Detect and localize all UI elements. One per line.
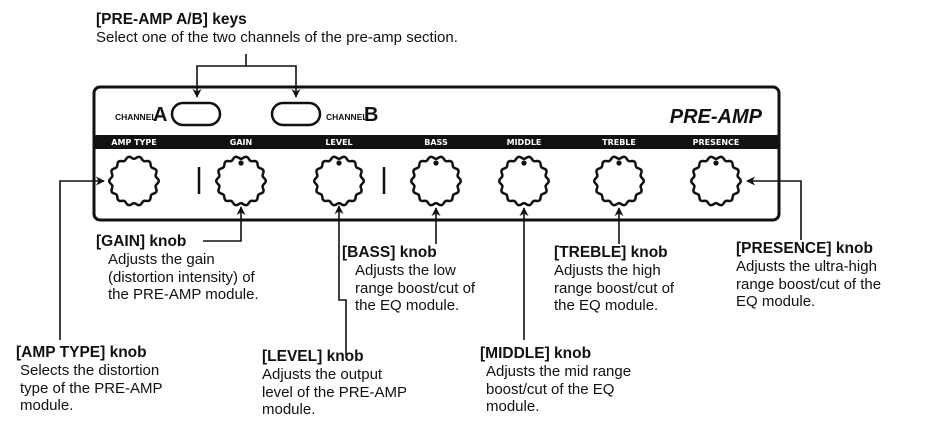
callout-level-title: [LEVEL] knob (262, 348, 364, 365)
callout-middle-desc: Adjusts the mid range (486, 363, 632, 380)
callout-level-desc: Adjusts the output (262, 366, 383, 383)
knob-gain[interactable] (214, 155, 268, 207)
callout-gain-desc: the PRE-AMP module. (108, 286, 259, 303)
knob-indicator-dot (238, 160, 244, 166)
callout-gain: [GAIN] knob Adjusts the gain (distortion… (96, 233, 259, 304)
callout-gain-desc: (distortion intensity) of (108, 268, 255, 286)
knob-level[interactable] (312, 155, 366, 207)
leader-level (334, 205, 347, 355)
channel-b-key[interactable] (270, 101, 322, 127)
callout-bass-desc: the EQ module. (355, 297, 460, 314)
knob-label-gain: GAIN (230, 138, 252, 147)
callout-bass-desc: range boost/cut of (355, 279, 476, 297)
callout-presence-desc: Adjusts the ultra-high (736, 258, 877, 275)
callout-treble: [TREBLE] knob Adjusts the high range boo… (554, 244, 674, 315)
callout-middle: [MIDDLE] knob Adjusts the mid range boos… (480, 345, 631, 416)
callout-treble-title: [TREBLE] knob (554, 244, 668, 261)
callout-middle-desc: module. (486, 398, 540, 415)
callout-treble-desc: the EQ module. (554, 297, 659, 314)
knob-presence[interactable] (689, 155, 743, 207)
knob-treble[interactable] (592, 155, 646, 207)
callout-amp-type-desc: Selects the distortion (20, 362, 160, 379)
channel-a-caption: CHANNEL (115, 112, 157, 122)
callout-amp-type-title: [AMP TYPE] knob (16, 344, 147, 361)
callout-bass-desc: Adjusts the low (355, 262, 456, 279)
callout-amp-type-desc: type of the PRE-AMP (20, 379, 163, 397)
callout-middle-desc: boost/cut of the EQ (486, 380, 615, 398)
callout-treble-desc: range boost/cut of (554, 279, 675, 297)
callout-presence-desc: range boost/cut of the (736, 275, 882, 293)
knob-indicator-dot (433, 160, 439, 166)
knob-label-bass: BASS (424, 138, 448, 147)
leader-presence (746, 176, 802, 240)
knob-indicator-dot (336, 160, 342, 166)
knob-label-bar (94, 135, 779, 149)
callout-level: [LEVEL] knob Adjusts the output level of… (262, 348, 407, 419)
callout-treble-desc: Adjusts the high (554, 262, 661, 279)
leader-preamp-keys (192, 54, 247, 98)
callout-preamp-keys-title: [PRE-AMP A/B] keys (96, 11, 247, 28)
callout-bass-title: [BASS] knob (342, 244, 437, 261)
callout-bass: [BASS] knob Adjusts the low range boost/… (342, 244, 475, 315)
knob-indicator-dot (521, 160, 527, 166)
callout-level-desc: level of the PRE-AMP (262, 383, 408, 401)
leader-preamp-keys-b (246, 65, 301, 98)
callout-presence-title: [PRESENCE] knob (736, 240, 873, 257)
channel-a-letter: A (153, 104, 167, 126)
knob-bass[interactable] (409, 155, 463, 207)
callout-amp-type: [AMP TYPE] knob Selects the distortion t… (16, 344, 163, 415)
knob-label-middle: MIDDLE (507, 138, 542, 147)
callout-preamp-keys: [PRE-AMP A/B] keys Select one of the two… (96, 11, 458, 47)
leader-amp-type (59, 176, 105, 340)
knob-label-treble: TREBLE (602, 138, 636, 147)
channel-a-key[interactable] (170, 101, 222, 127)
knob-label-presence: PRESENCE (693, 138, 740, 147)
channel-b-letter: B (364, 104, 378, 126)
callout-presence: [PRESENCE] knob Adjusts the ultra-high r… (736, 240, 881, 311)
knob-amp-type[interactable] (107, 155, 161, 207)
callout-preamp-keys-desc: Select one of the two channels of the pr… (96, 29, 458, 46)
callout-middle-title: [MIDDLE] knob (480, 345, 592, 362)
knob-indicator-dot (713, 160, 719, 166)
panel-title: PRE-AMP (670, 106, 763, 128)
callout-gain-title: [GAIN] knob (96, 233, 187, 250)
callout-gain-desc: Adjusts the gain (108, 251, 215, 268)
knob-label-level: LEVEL (325, 138, 352, 147)
knob-indicator-dot (616, 160, 622, 166)
callout-presence-desc: EQ module. (736, 293, 816, 310)
knob-label-amp-type: AMP TYPE (111, 138, 156, 147)
callout-level-desc: module. (262, 401, 316, 418)
channel-b-caption: CHANNEL (326, 112, 368, 122)
leader-gain (203, 206, 246, 242)
knob-middle[interactable] (497, 155, 551, 207)
callout-amp-type-desc: module. (20, 397, 74, 414)
